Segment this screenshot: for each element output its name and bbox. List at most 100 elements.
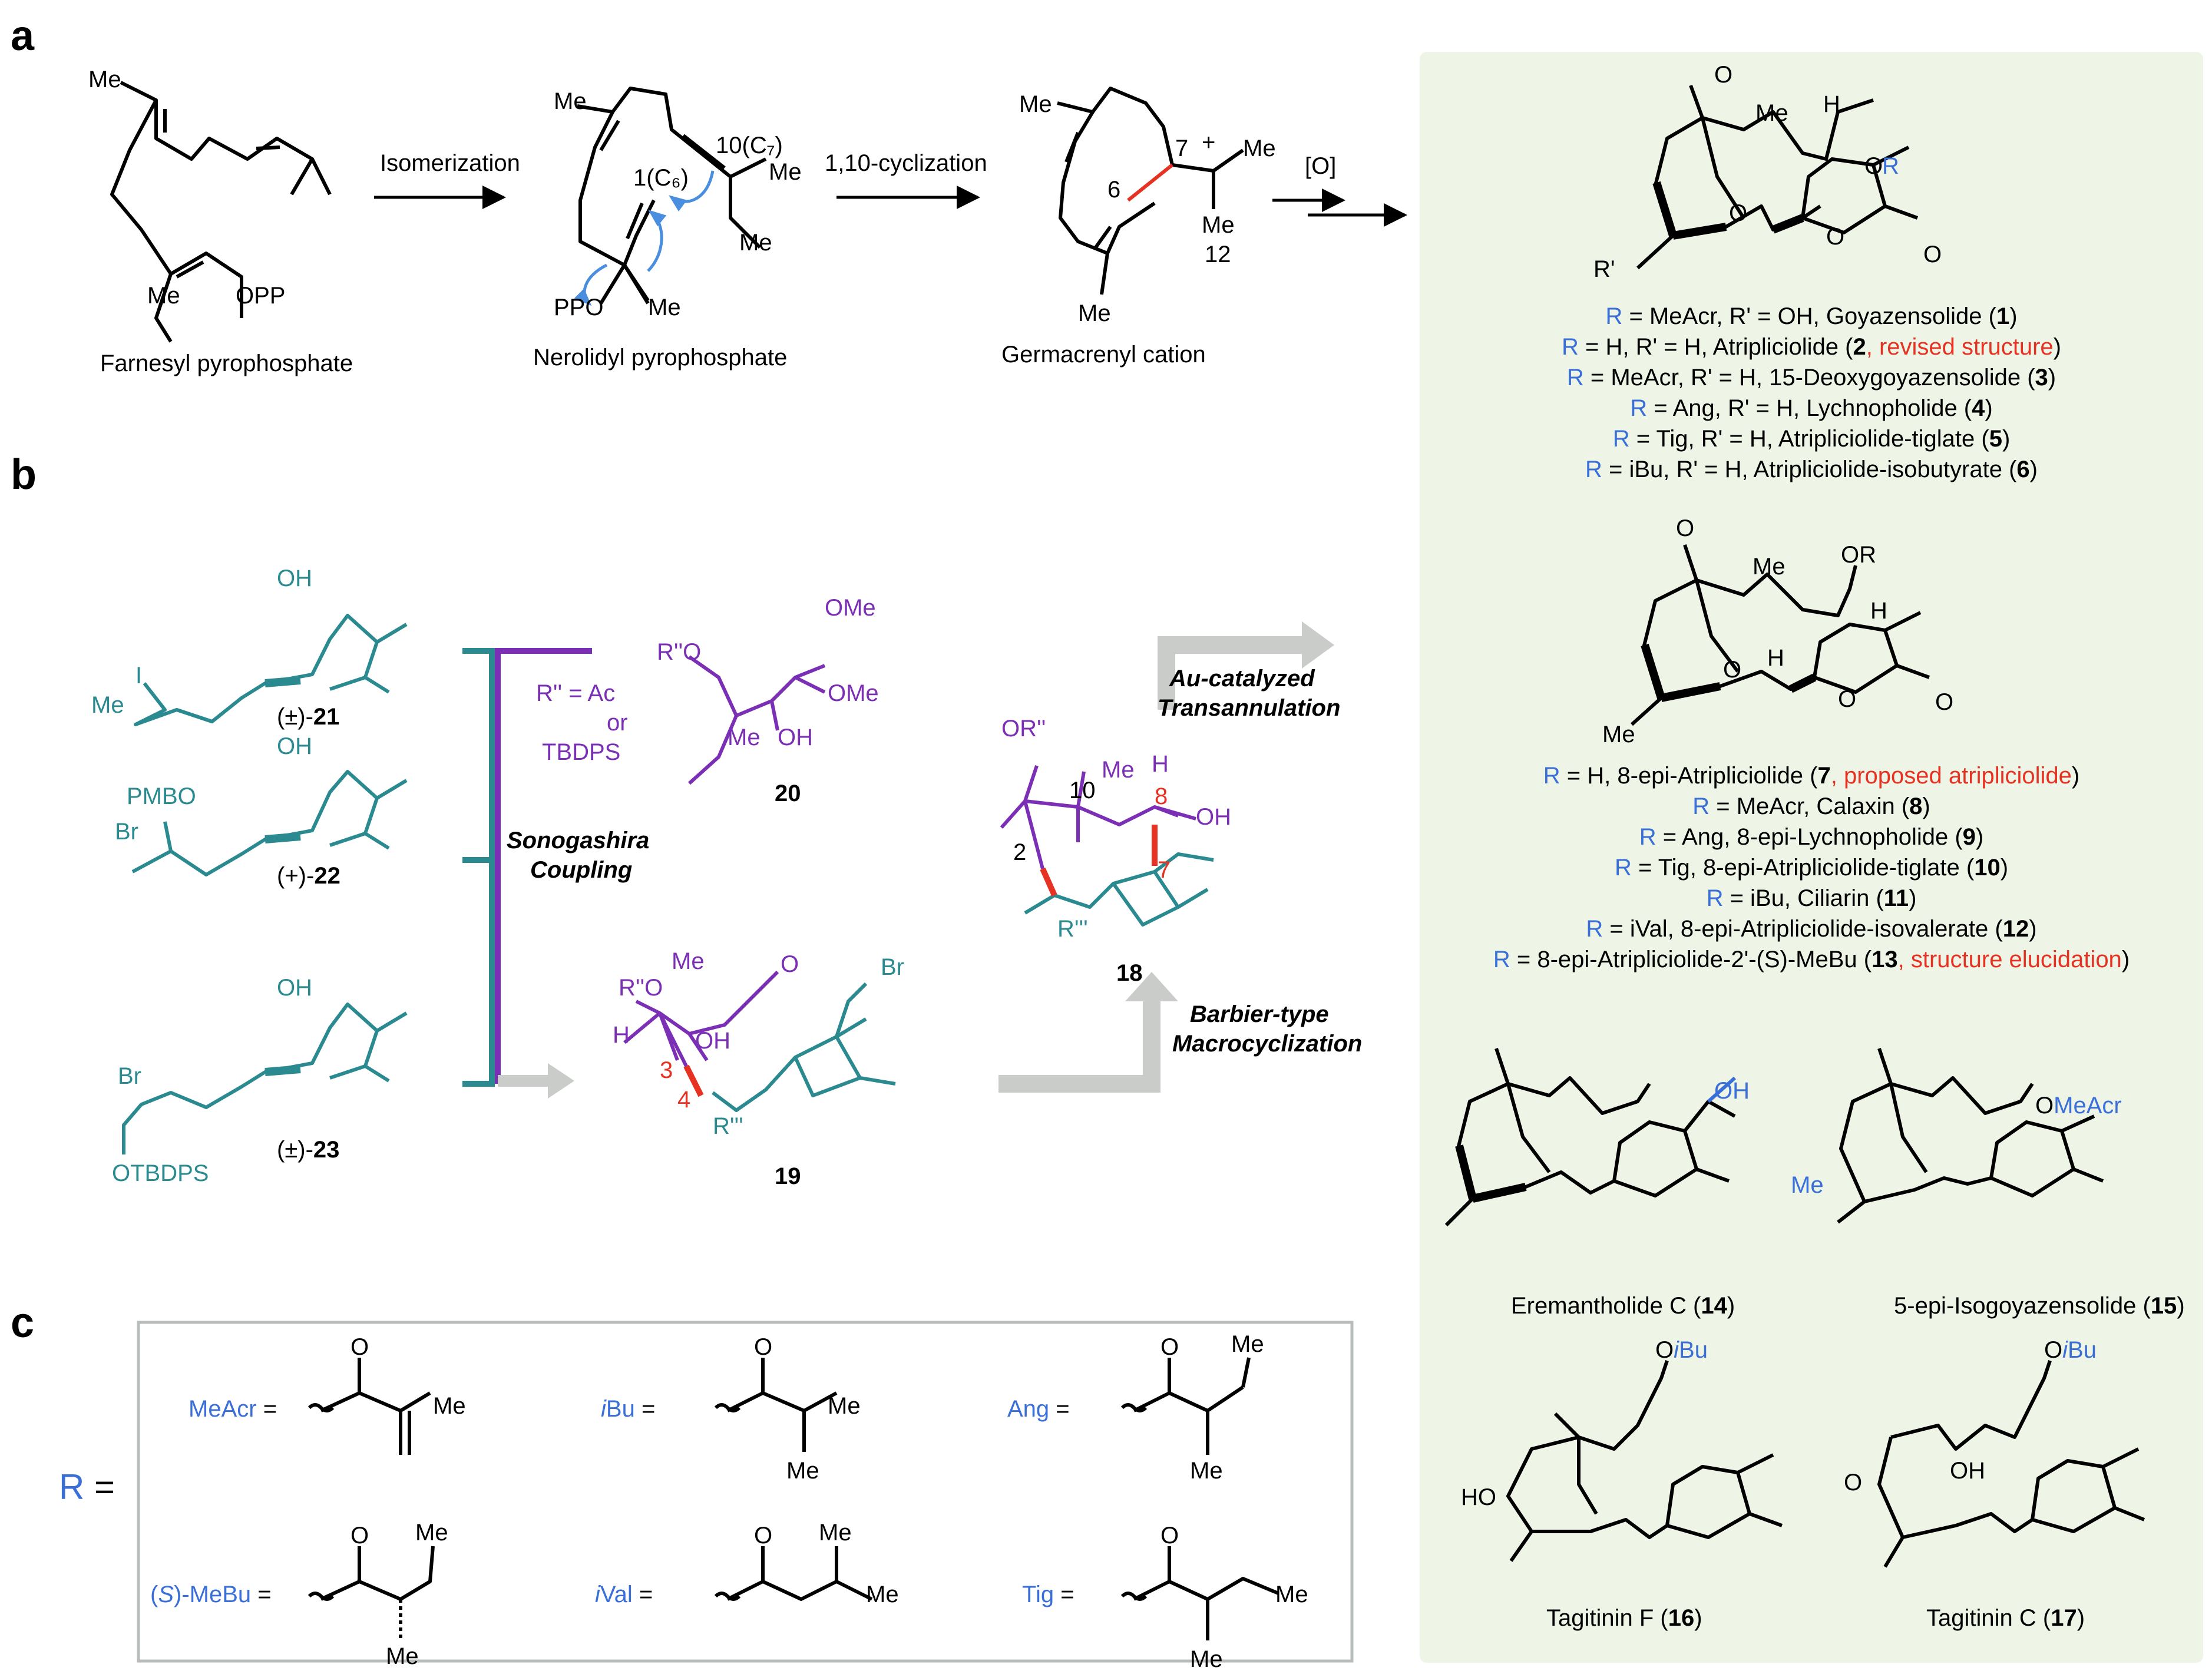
c18-me: Me [1102, 757, 1135, 783]
eremantholide-blue-bond [1707, 1076, 1736, 1103]
c20-rdef-2: or [607, 710, 628, 736]
c19-o-ald: O [781, 951, 799, 977]
epi-bold-bond-1 [1641, 643, 1665, 700]
nerolidyl-c1: 1(C₆) [633, 165, 689, 191]
natural-products-panel [1420, 52, 2203, 1663]
compound-list-2: R = H, 8-epi-Atripliciolide (7, proposed… [1493, 763, 2130, 972]
germacrenyl-7: 7 [1175, 135, 1188, 161]
epi-me: Me [1753, 554, 1786, 580]
c21-i: I [135, 663, 142, 689]
c21-me: Me [91, 692, 124, 718]
barbier-label-2: Macrocyclization [1172, 1031, 1362, 1057]
c19-oh: OH [695, 1028, 730, 1054]
c20-me: Me [728, 724, 761, 750]
c18-8: 8 [1155, 783, 1168, 809]
group-ang-me1: Me [1231, 1331, 1264, 1357]
c23-label: (±)-23 [277, 1137, 339, 1163]
group-tig-o: O [1160, 1523, 1179, 1549]
group-ibu-label: iBu = [601, 1396, 655, 1422]
germacrenyl-me-b: Me [1202, 212, 1235, 238]
nerolidyl-me-a: Me [769, 159, 802, 185]
nerolidyl-structure [577, 87, 767, 305]
curved-arrow-blue-1 [647, 210, 667, 272]
nerolidyl-me-c: Me [648, 295, 681, 320]
panel-c-box [137, 1321, 1354, 1663]
tagitinin-f-ho: HO [1461, 1484, 1496, 1510]
group-tig-label: Tig = [1022, 1582, 1074, 1607]
c19-alkyne [658, 1012, 688, 1067]
group-meacr-o: O [351, 1334, 369, 1360]
c20-ome2: OMe [828, 680, 879, 706]
list2-row-3: R = Ang, 8-epi-Lychnopholide (9) [1639, 824, 1983, 850]
list2-row-2: R = MeAcr, Calaxin (8) [1692, 793, 1930, 819]
group-ang-me2: Me [1190, 1458, 1223, 1484]
list1-row-1: R = MeAcr, R' = OH, Goyazensolide (1) [1605, 303, 2017, 329]
list1-row-5: R = Tig, R' = H, Atripliciolide-tiglate … [1613, 426, 2011, 452]
list2-row-1: R = H, 8-epi-Atripliciolide (7, proposed… [1543, 763, 2079, 789]
germacrenyl-me-top: Me [1019, 91, 1052, 117]
epi-bold-bond-2 [1660, 682, 1721, 702]
farnesyl-me-top: Me [88, 67, 121, 92]
compound-22 [131, 770, 408, 876]
epi-me-low: Me [1602, 722, 1635, 747]
list2-row-4: R = Tig, 8-epi-Atripliciolide-tiglate (1… [1615, 855, 2008, 881]
farnesyl-me-bottom: Me [147, 283, 180, 309]
germacrenyl-name: Germacrenyl cation [1001, 342, 1206, 368]
group-tig-me1: Me [1275, 1582, 1308, 1607]
c23-br: Br [118, 1063, 141, 1089]
c23-bold [264, 1065, 301, 1076]
epi-or: OR [1841, 542, 1876, 568]
nerolidyl-me-top: Me [554, 88, 587, 114]
c19-br: Br [881, 954, 904, 980]
goyazensolide-or-o: O [1864, 153, 1883, 179]
tagitinin-c-structure [1877, 1360, 2145, 1568]
c20-oh: OH [778, 724, 813, 750]
gold-arrow [1140, 621, 1334, 710]
group-tig-me2: Me [1190, 1646, 1223, 1671]
panel-c-r-eq: R = [59, 1467, 115, 1507]
goyazensolide-bold-bond-1 [1652, 181, 1677, 237]
isogoyazensolide-name: 5-epi-Isogoyazensolide (15) [1894, 1293, 2185, 1319]
nerolidyl-name: Nerolidyl pyrophosphate [533, 345, 787, 370]
group-meacr-me: Me [433, 1393, 466, 1419]
gold-label-2: Transannulation [1158, 695, 1340, 721]
tagitinin-f-name: Tagitinin F (16) [1546, 1605, 1702, 1631]
goyazensolide-o-ket: O [1714, 62, 1732, 88]
eremantholide-oh: OH [1714, 1078, 1750, 1104]
compound-21 [134, 614, 408, 726]
germacrenyl-me-low: Me [1078, 300, 1111, 326]
tagitinin-c-o: O [1844, 1470, 1862, 1496]
c18-oh: OH [1196, 804, 1231, 830]
c19-h: H [613, 1022, 630, 1048]
epi-o-ket: O [1676, 515, 1694, 541]
c19-n4: 4 [677, 1087, 690, 1113]
c18-num: 18 [1116, 960, 1143, 986]
curved-arrow-blue-2 [669, 170, 715, 211]
epi-bold-bond-3 [1788, 673, 1817, 693]
germacrenyl-12: 12 [1205, 241, 1231, 267]
group-mebu-o: O [351, 1523, 369, 1549]
goyazensolide-bold-bond-3 [1771, 214, 1804, 234]
epi-h2: H [1767, 645, 1784, 671]
germacrenyl-plus: + [1202, 130, 1215, 156]
c22-bold [264, 832, 301, 843]
barbier-arrow [998, 972, 1178, 1093]
arrow-cyclization-label: 1,10-cyclization [825, 150, 987, 176]
tagitinin-c-name: Tagitinin C (17) [1926, 1605, 2085, 1631]
panel-letter-b: b [11, 451, 37, 498]
farnesyl-structure [110, 81, 332, 343]
epi-o-ring: O [1723, 657, 1741, 683]
compound-18-teal [1024, 852, 1214, 927]
list1-row-2: R = H, R' = H, Atripliciolide (2, revise… [1562, 334, 2061, 360]
c20-num: 20 [775, 780, 801, 806]
panel-c-groups-lines [308, 1357, 1279, 1640]
goyazensolide-me: Me [1755, 100, 1788, 126]
c20-rdef-1: R'' = Ac [536, 680, 615, 706]
group-ival-me2: Me [866, 1582, 899, 1607]
c18-7: 7 [1158, 857, 1171, 883]
compound-list-1: R = MeAcr, R' = OH, Goyazensolide (1) R … [1562, 303, 2061, 482]
goyazensolide-o-carb: O [1923, 241, 1942, 267]
gold-label-1: Au-catalyzed [1169, 666, 1315, 692]
c22-pmbo: PMBO [127, 783, 196, 809]
